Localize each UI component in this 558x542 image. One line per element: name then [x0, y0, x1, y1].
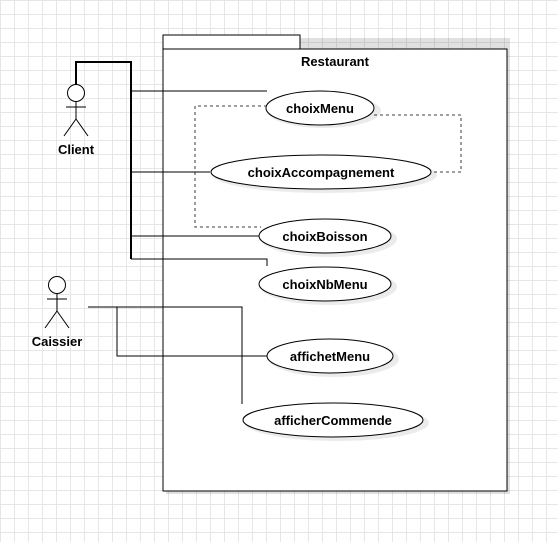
dependency-choixmenu-choixboisson[interactable] [194, 105, 267, 228]
use-case-choixmenu[interactable]: choixMenu [265, 90, 381, 128]
association-caissier-affichetmenu[interactable] [116, 307, 267, 357]
system-tab [162, 34, 301, 50]
stick-figure-icon [44, 276, 70, 329]
actor-client[interactable]: Client [58, 84, 95, 158]
use-case-affichercommende[interactable]: afficherCommende [242, 402, 429, 441]
actor-label: Client [58, 142, 95, 157]
dependency-choixmenu-choixaccompagnement[interactable] [374, 114, 462, 173]
use-case-label: choixBoisson [282, 229, 367, 244]
use-case-choixnbmenu[interactable]: choixNbMenu [258, 266, 397, 305]
association-client-bus[interactable] [75, 61, 132, 259]
association-client-choixnbmenu[interactable] [131, 258, 268, 266]
use-case-label: choixMenu [286, 101, 354, 116]
association-caissier-affichercommende[interactable] [88, 306, 243, 404]
stick-figure-icon [63, 84, 89, 137]
actor-caissier[interactable]: Caissier [32, 276, 83, 350]
use-case-label: choixNbMenu [282, 277, 367, 292]
use-case-affichetmenu[interactable]: affichetMenu [266, 338, 399, 377]
use-case-label: affichetMenu [290, 349, 370, 364]
system-title: Restaurant [301, 54, 370, 69]
use-case-label: afficherCommende [274, 413, 392, 428]
use-case-label: choixAccompagnement [248, 165, 395, 180]
actor-label: Caissier [32, 334, 83, 349]
use-case-choixboisson[interactable]: choixBoisson [258, 218, 397, 257]
use-case-choixaccompagnement[interactable]: choixAccompagnement [210, 154, 437, 193]
